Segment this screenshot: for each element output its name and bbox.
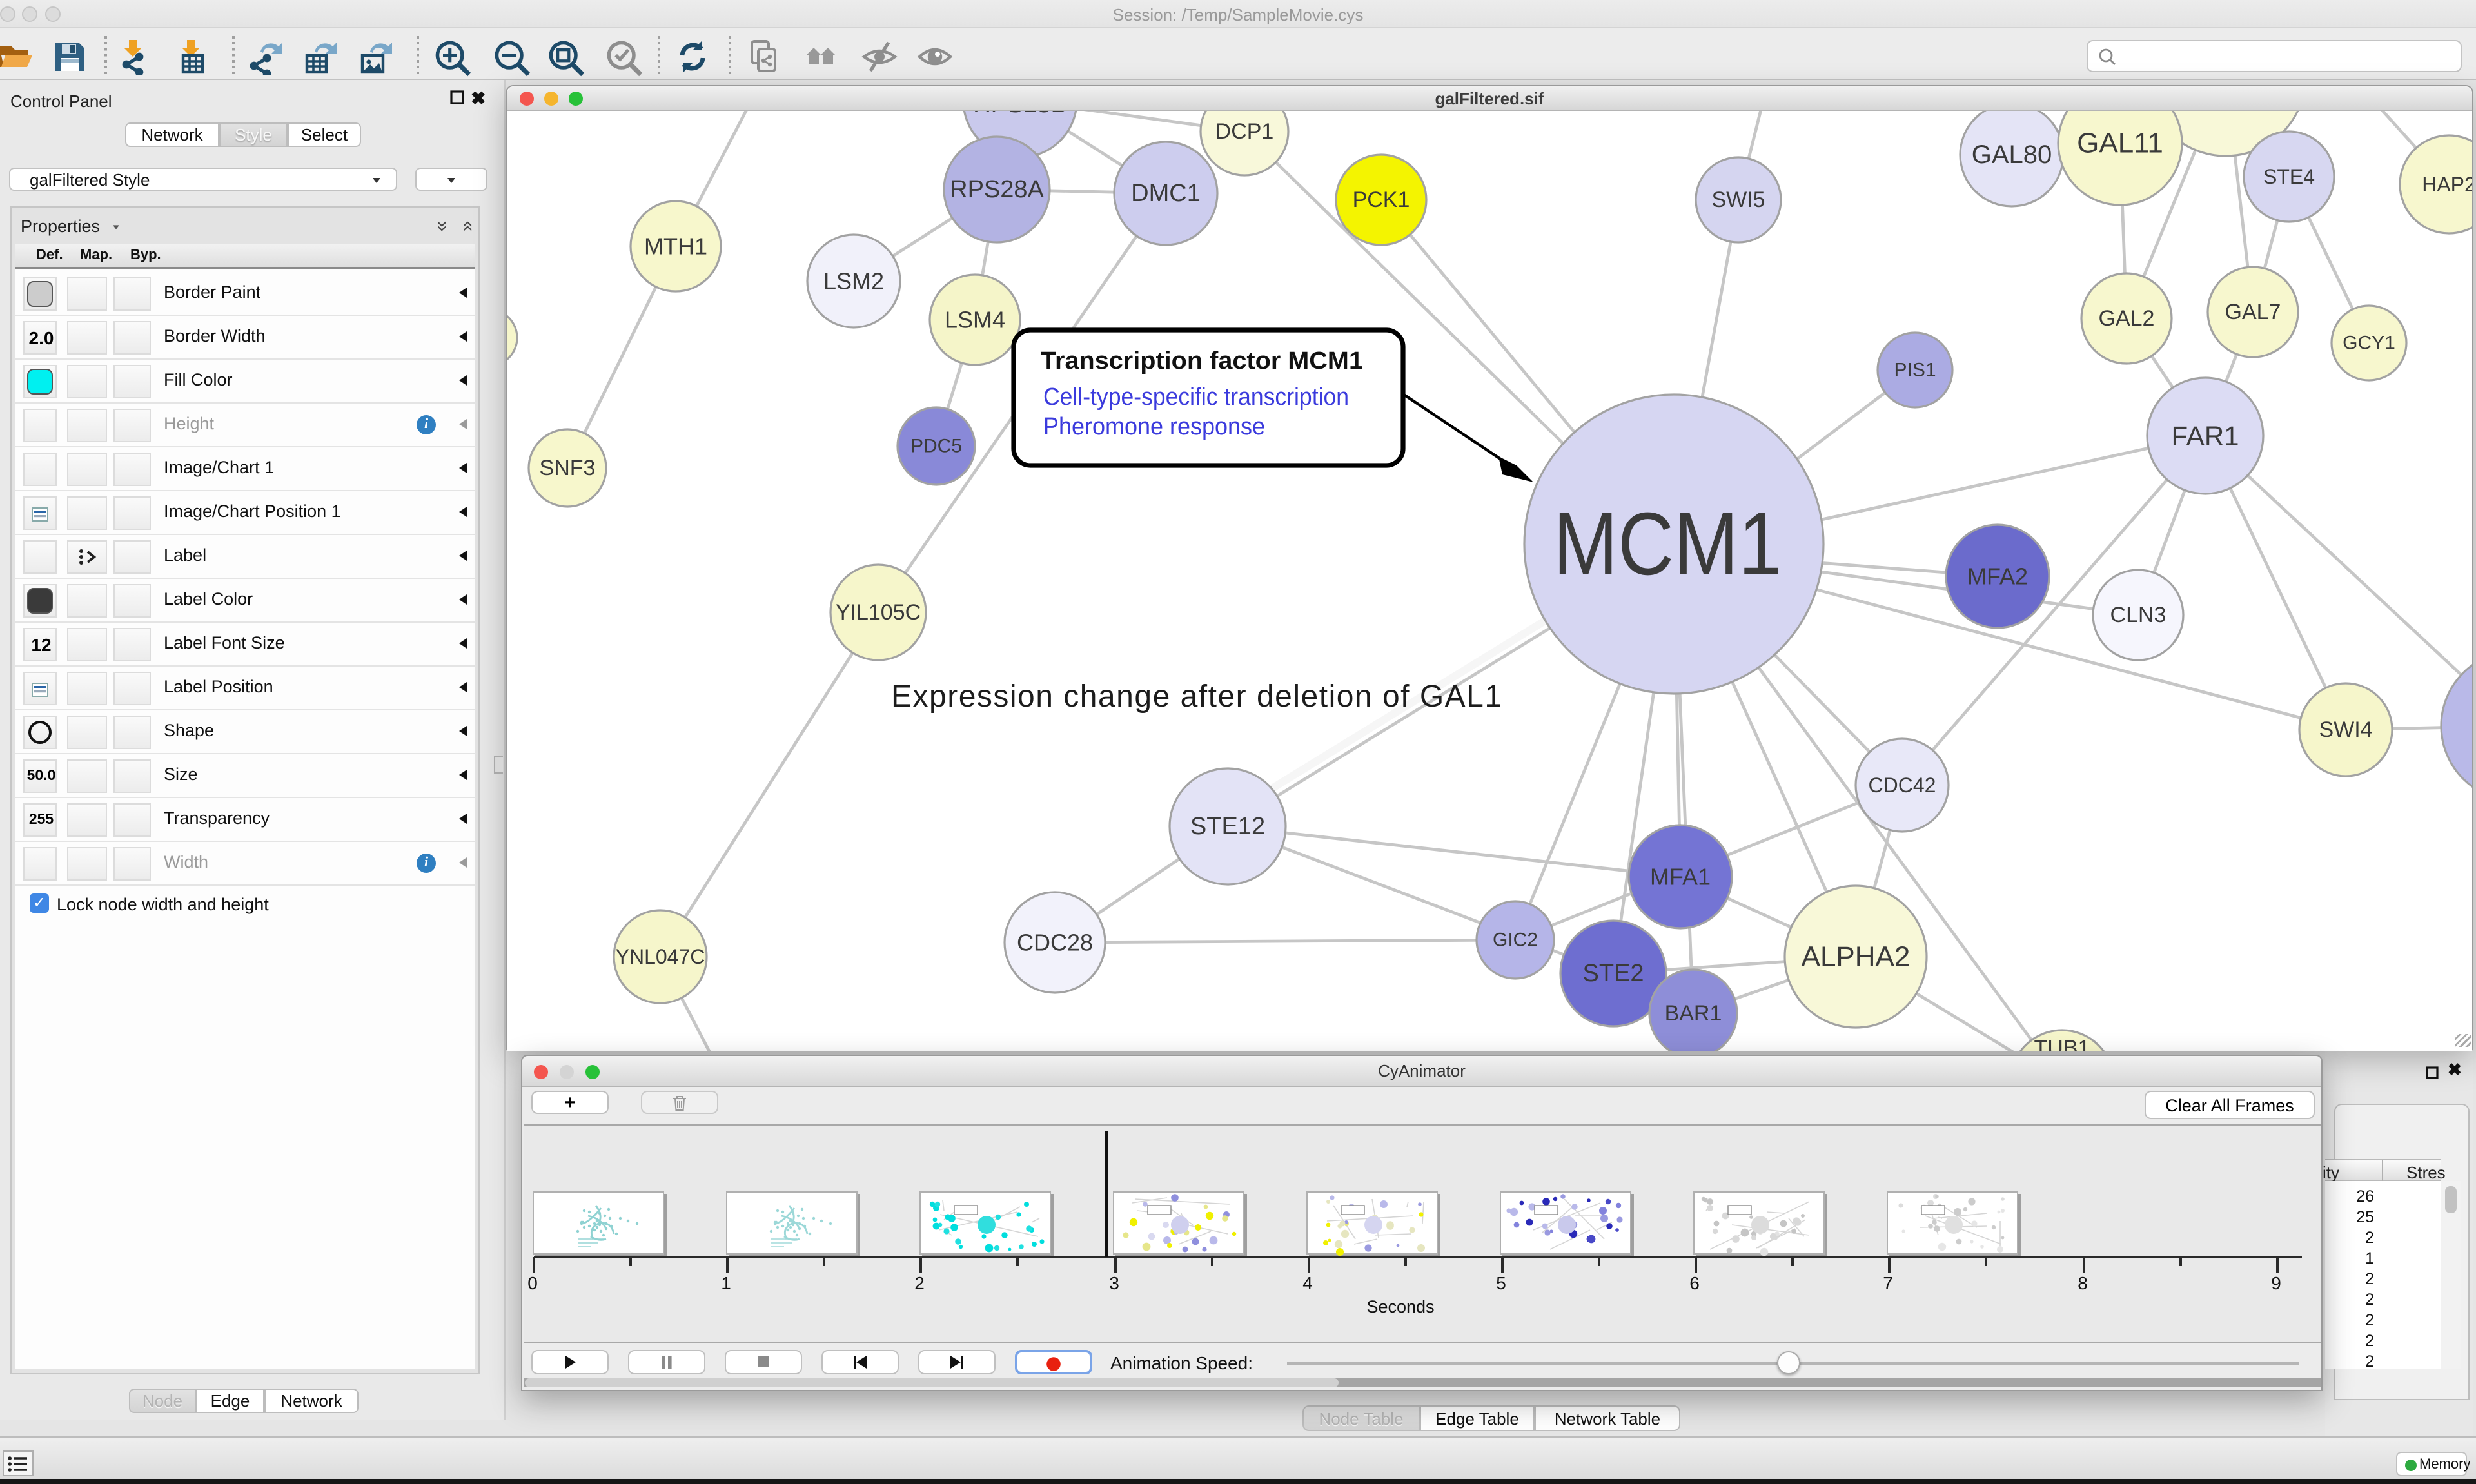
- svg-text:CDC28: CDC28: [1017, 930, 1093, 956]
- svg-text:CLN3: CLN3: [2110, 603, 2166, 627]
- svg-text:PIS1: PIS1: [1894, 360, 1936, 381]
- svg-text:LSM4: LSM4: [945, 307, 1005, 333]
- svg-text:DMC1: DMC1: [1131, 180, 1201, 207]
- svg-text:Expression change after deleti: Expression change after deletion of GAL1: [891, 679, 1503, 714]
- svg-text:STE12: STE12: [1190, 813, 1265, 840]
- svg-text:ALPHA2: ALPHA2: [1802, 941, 1911, 973]
- svg-text:LSM2: LSM2: [823, 268, 884, 295]
- svg-text:PCK1: PCK1: [1353, 188, 1410, 212]
- svg-text:STE2: STE2: [1582, 960, 1644, 987]
- svg-text:SWI4: SWI4: [2319, 718, 2372, 742]
- svg-text:GAL7: GAL7: [2225, 300, 2281, 324]
- svg-text:CDC42: CDC42: [1869, 774, 1936, 797]
- svg-text:MCM1: MCM1: [1553, 494, 1782, 594]
- svg-text:GIC2: GIC2: [1493, 930, 1538, 951]
- svg-text:HAP2: HAP2: [2422, 173, 2472, 196]
- svg-text:MTH1: MTH1: [644, 233, 707, 260]
- svg-text:GAL2: GAL2: [2099, 306, 2155, 331]
- svg-text:FAR1: FAR1: [2171, 421, 2239, 451]
- svg-text:Cell-type-specific transcripti: Cell-type-specific transcription: [1043, 384, 1349, 411]
- svg-text:DCP1: DCP1: [1215, 119, 1274, 144]
- svg-text:RPS28A: RPS28A: [950, 176, 1044, 203]
- svg-text:MFA1: MFA1: [1650, 864, 1711, 890]
- svg-text:GCY1: GCY1: [2343, 333, 2395, 354]
- svg-text:MFA2: MFA2: [1967, 563, 2028, 590]
- svg-text:PDC5: PDC5: [910, 436, 962, 457]
- svg-text:SNF3: SNF3: [540, 456, 596, 480]
- svg-text:GAL11: GAL11: [2077, 128, 2163, 159]
- svg-text:RPS28B: RPS28B: [973, 111, 1067, 118]
- svg-text:YNL047C: YNL047C: [616, 945, 705, 968]
- svg-text:Transcription factor MCM1: Transcription factor MCM1: [1041, 347, 1363, 375]
- svg-text:Pheromone response: Pheromone response: [1043, 413, 1265, 440]
- svg-text:STE4: STE4: [2263, 165, 2315, 188]
- svg-text:GAL80: GAL80: [1972, 141, 2052, 169]
- svg-text:TUB1: TUB1: [2034, 1036, 2090, 1051]
- svg-text:YIL105C: YIL105C: [836, 600, 921, 625]
- svg-text:SWI5: SWI5: [1711, 188, 1765, 212]
- svg-text:BAR1: BAR1: [1665, 1001, 1722, 1026]
